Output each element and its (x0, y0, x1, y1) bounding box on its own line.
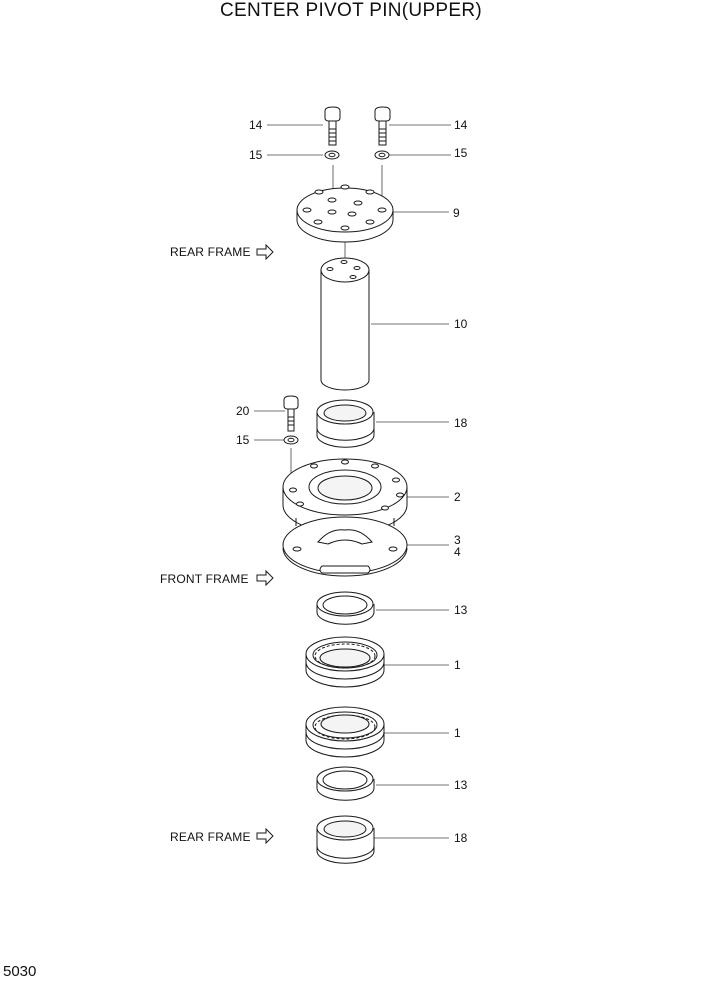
callout-15-mid: 15 (236, 433, 250, 447)
washer-15-left (324, 150, 340, 160)
arrow-right-icon (256, 243, 274, 261)
callout-10: 10 (454, 317, 468, 331)
spacer-13-upper (316, 591, 375, 625)
arrow-right-icon (256, 827, 274, 845)
washer-15-mid (283, 435, 299, 445)
bolt-20 (283, 395, 299, 432)
diagram-title: CENTER PIVOT PIN(UPPER) (219, 0, 483, 21)
leader-lines (254, 124, 451, 839)
callout-1-upper: 1 (454, 658, 461, 672)
bolt-14-left (324, 106, 341, 146)
bearing-1-upper (305, 636, 385, 688)
callout-1-lower: 1 (454, 726, 461, 740)
arrow-right-icon (256, 569, 274, 587)
bolt-14-right (374, 106, 391, 146)
callout-18-upper: 18 (454, 416, 468, 430)
callout-9: 9 (453, 206, 460, 220)
pin-10 (320, 257, 370, 391)
callout-4: 4 (454, 545, 461, 559)
rear-frame-label-top: REAR FRAME (170, 245, 251, 259)
callout-14-right: 14 (454, 118, 468, 132)
seal-18-lower (316, 815, 375, 864)
callout-13-lower: 13 (454, 778, 468, 792)
plate-9 (296, 184, 394, 243)
callout-15-right: 15 (454, 146, 468, 160)
callout-13-upper: 13 (454, 603, 468, 617)
callout-18-lower: 18 (454, 831, 468, 845)
callout-3: 3 (454, 533, 461, 547)
spacer-13-lower (316, 766, 375, 801)
callout-20: 20 (236, 404, 250, 418)
rear-frame-label-bottom: REAR FRAME (170, 830, 251, 844)
front-frame-label: FRONT FRAME (160, 572, 249, 586)
shim-3-4 (282, 516, 408, 577)
callout-14-left: 14 (249, 118, 263, 132)
callout-2: 2 (454, 490, 461, 504)
seal-18-upper (316, 399, 375, 448)
washer-15-right (374, 150, 390, 160)
bearing-1-lower (305, 706, 385, 758)
callout-15-left: 15 (249, 148, 263, 162)
page-number: 5030 (3, 963, 37, 980)
